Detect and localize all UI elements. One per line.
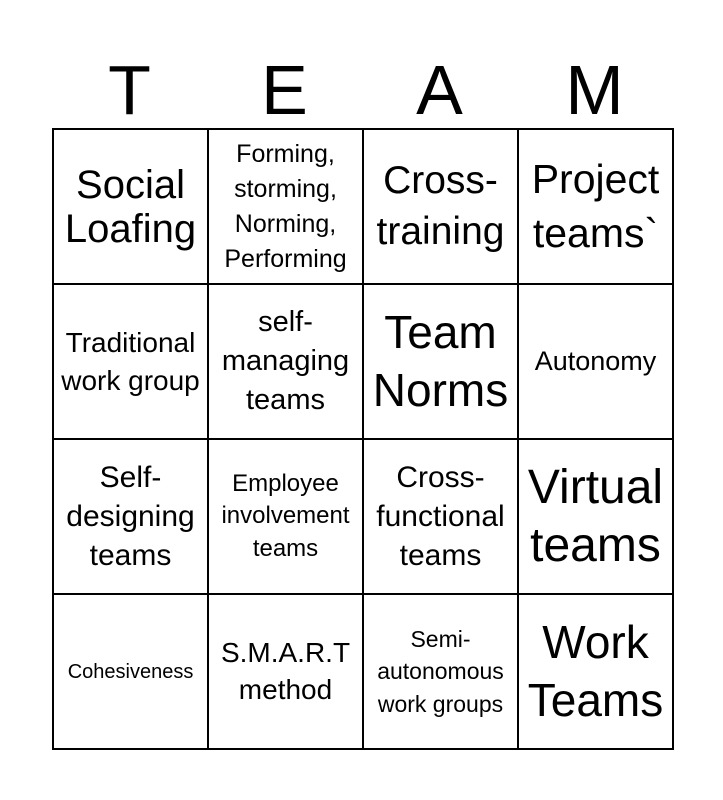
bingo-cell[interactable]: Cross-training bbox=[362, 128, 519, 285]
bingo-cell[interactable]: Virtual teams bbox=[517, 438, 674, 595]
bingo-cell[interactable]: Semi-autonomous work groups bbox=[362, 593, 519, 750]
bingo-cell[interactable]: Project teams` bbox=[517, 128, 674, 285]
header-letter: A bbox=[416, 51, 463, 129]
bingo-cell[interactable]: Team Norms bbox=[362, 283, 519, 440]
header-letter: E bbox=[261, 51, 308, 129]
bingo-cell[interactable]: Self-designing teams bbox=[52, 438, 209, 595]
bingo-cell[interactable]: Traditional work group bbox=[52, 283, 209, 440]
bingo-header: T E A M bbox=[52, 52, 672, 128]
bingo-cell[interactable]: Cross-functional teams bbox=[362, 438, 519, 595]
bingo-cell[interactable]: Work Teams bbox=[517, 593, 674, 750]
bingo-cell[interactable]: self-managing teams bbox=[207, 283, 364, 440]
bingo-cell[interactable]: S.M.A.R.T method bbox=[207, 593, 364, 750]
bingo-grid: Social Loafing Forming, storming, Normin… bbox=[52, 128, 674, 750]
bingo-cell[interactable]: Employee involvement teams bbox=[207, 438, 364, 595]
bingo-cell[interactable]: Cohesiveness bbox=[52, 593, 209, 750]
header-letter: M bbox=[565, 51, 624, 129]
bingo-cell[interactable]: Forming, storming, Norming, Performing bbox=[207, 128, 364, 285]
header-letter: T bbox=[108, 51, 151, 129]
bingo-cell[interactable]: Autonomy bbox=[517, 283, 674, 440]
bingo-cell[interactable]: Social Loafing bbox=[52, 128, 209, 285]
